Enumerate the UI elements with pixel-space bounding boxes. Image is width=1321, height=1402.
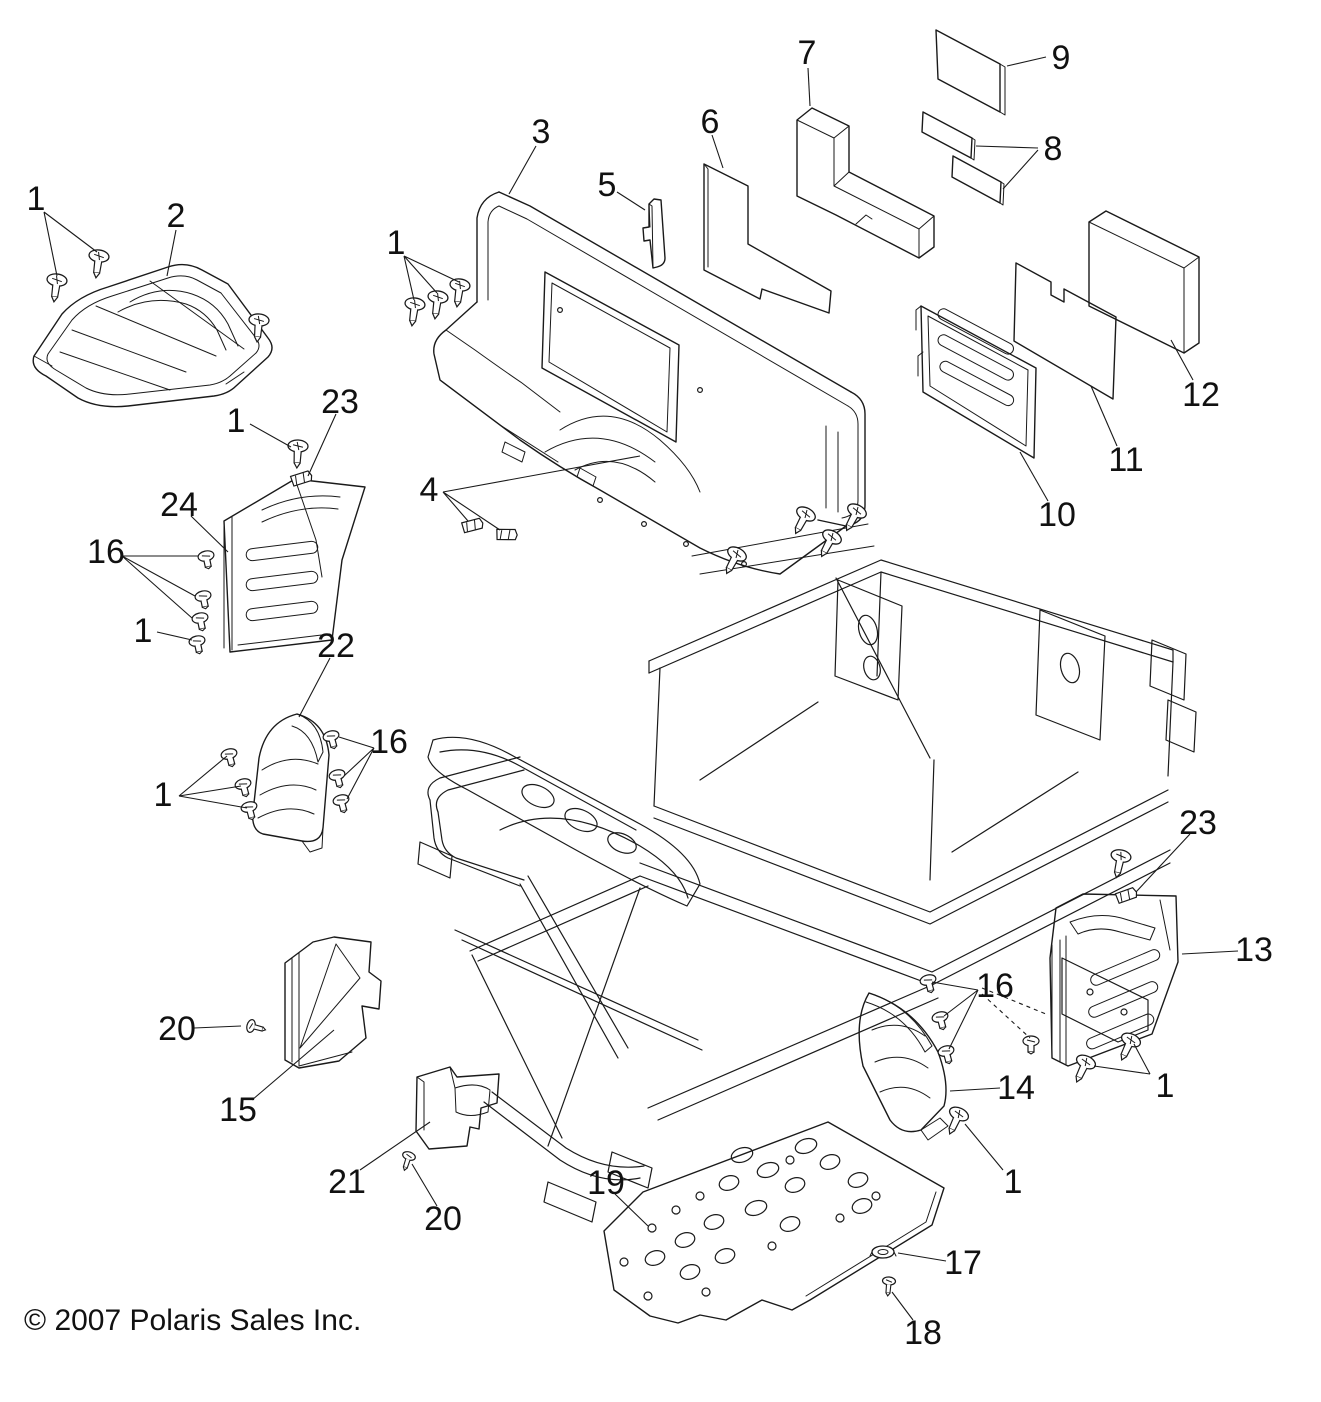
callout-20b: 20 <box>424 1200 462 1238</box>
fasteners-rivets <box>187 548 1040 1067</box>
callout-1a: 1 <box>27 180 46 218</box>
leader-lines <box>43 56 1239 1321</box>
part-deflector-left <box>252 713 330 853</box>
callout-8: 8 <box>1044 130 1063 168</box>
callout-14: 14 <box>997 1069 1035 1107</box>
fasteners-clips <box>289 469 1139 905</box>
callout-1c: 1 <box>227 402 246 440</box>
callout-1d: 1 <box>134 612 153 650</box>
callout-17: 17 <box>944 1244 982 1282</box>
callout-7: 7 <box>798 34 817 72</box>
callout-2: 2 <box>167 197 186 235</box>
callout-15: 15 <box>219 1091 257 1129</box>
callout-22: 22 <box>317 627 355 665</box>
callout-4: 4 <box>420 471 439 509</box>
callout-11: 11 <box>1108 441 1143 479</box>
callout-1f: 1 <box>1156 1067 1175 1105</box>
part-foam-block-l <box>796 107 935 259</box>
callout-13: 13 <box>1235 931 1273 969</box>
callout-21: 21 <box>328 1163 366 1201</box>
callout-19: 19 <box>587 1164 625 1202</box>
part-foam-block <box>1088 210 1200 354</box>
callout-5: 5 <box>598 166 617 204</box>
frame-assembly <box>417 559 1197 1223</box>
callout-3: 3 <box>532 113 551 151</box>
callout-24: 24 <box>160 486 198 524</box>
callout-6: 6 <box>701 103 720 141</box>
part-trim-strip <box>642 198 666 269</box>
part-inner-panel-center <box>415 1066 500 1150</box>
part-foam-sheet <box>935 29 1006 116</box>
callout-20a: 20 <box>158 1010 196 1048</box>
callout-18: 18 <box>904 1314 942 1352</box>
callout-12: 12 <box>1182 376 1220 414</box>
copyright-text: © 2007 Polaris Sales Inc. <box>24 1304 361 1337</box>
part-flat-sheet <box>1013 262 1117 400</box>
callout-1g: 1 <box>1004 1163 1023 1201</box>
callout-10: 10 <box>1038 496 1076 534</box>
callout-1b: 1 <box>387 224 406 262</box>
part-cab-tub <box>433 191 875 575</box>
part-deflector-right <box>858 992 949 1141</box>
part-foam-sheet-l <box>703 163 832 314</box>
callout-23a: 23 <box>321 383 359 421</box>
callout-1e: 1 <box>154 776 173 814</box>
part-foam-strips <box>921 111 1005 206</box>
part-skid-plate <box>603 1121 945 1324</box>
callout-9: 9 <box>1052 39 1071 77</box>
part-floor-pan <box>32 263 273 408</box>
fasteners-small-screws <box>244 1018 897 1298</box>
part-inner-panel-left <box>284 936 382 1069</box>
fastener-nut <box>869 1245 897 1259</box>
callout-23b: 23 <box>1179 804 1217 842</box>
callout-16b: 16 <box>370 723 408 761</box>
callout-16a: 16 <box>87 533 125 571</box>
callout-16c: 16 <box>976 967 1014 1005</box>
part-vent-panel-upper <box>915 305 1037 459</box>
